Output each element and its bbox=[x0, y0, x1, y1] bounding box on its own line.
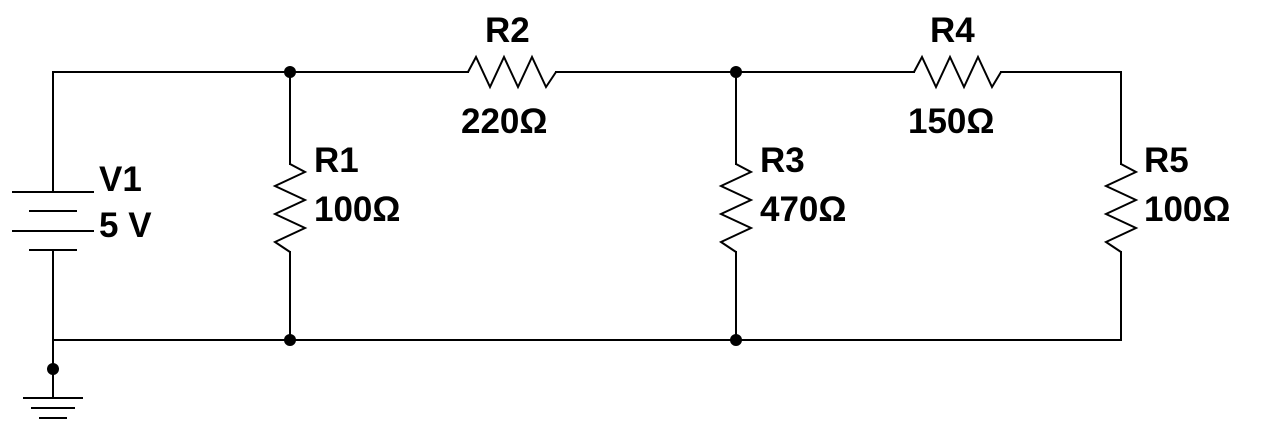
ground-symbol bbox=[23, 397, 83, 419]
junction-dot bbox=[47, 363, 59, 375]
junction-dot bbox=[730, 66, 742, 78]
v1-name-label: V1 bbox=[99, 160, 142, 199]
wires bbox=[52, 71, 1122, 399]
r5-name-label: R5 bbox=[1144, 141, 1189, 180]
battery-v1-symbol bbox=[12, 191, 94, 251]
junctions bbox=[47, 66, 742, 375]
r4-name-label: R4 bbox=[930, 11, 975, 50]
r5-value-label: 100Ω bbox=[1144, 190, 1230, 229]
resistor-r2-symbol bbox=[467, 54, 557, 90]
r2-value-label: 220Ω bbox=[461, 102, 547, 141]
v1-value-label: 5 V bbox=[99, 206, 152, 245]
junction-dot bbox=[730, 334, 742, 346]
r1-name-label: R1 bbox=[314, 141, 359, 180]
resistor-r1-symbol bbox=[272, 163, 308, 253]
r3-name-label: R3 bbox=[760, 141, 805, 180]
junction-dot bbox=[284, 334, 296, 346]
junction-dot bbox=[284, 66, 296, 78]
resistor-r5-symbol bbox=[1103, 163, 1139, 253]
r4-value-label: 150Ω bbox=[908, 102, 994, 141]
r3-value-label: 470Ω bbox=[760, 190, 846, 229]
resistor-r4-symbol bbox=[913, 54, 1002, 90]
r2-name-label: R2 bbox=[485, 11, 530, 50]
resistor-r3-symbol bbox=[718, 163, 754, 253]
r1-value-label: 100Ω bbox=[314, 190, 400, 229]
